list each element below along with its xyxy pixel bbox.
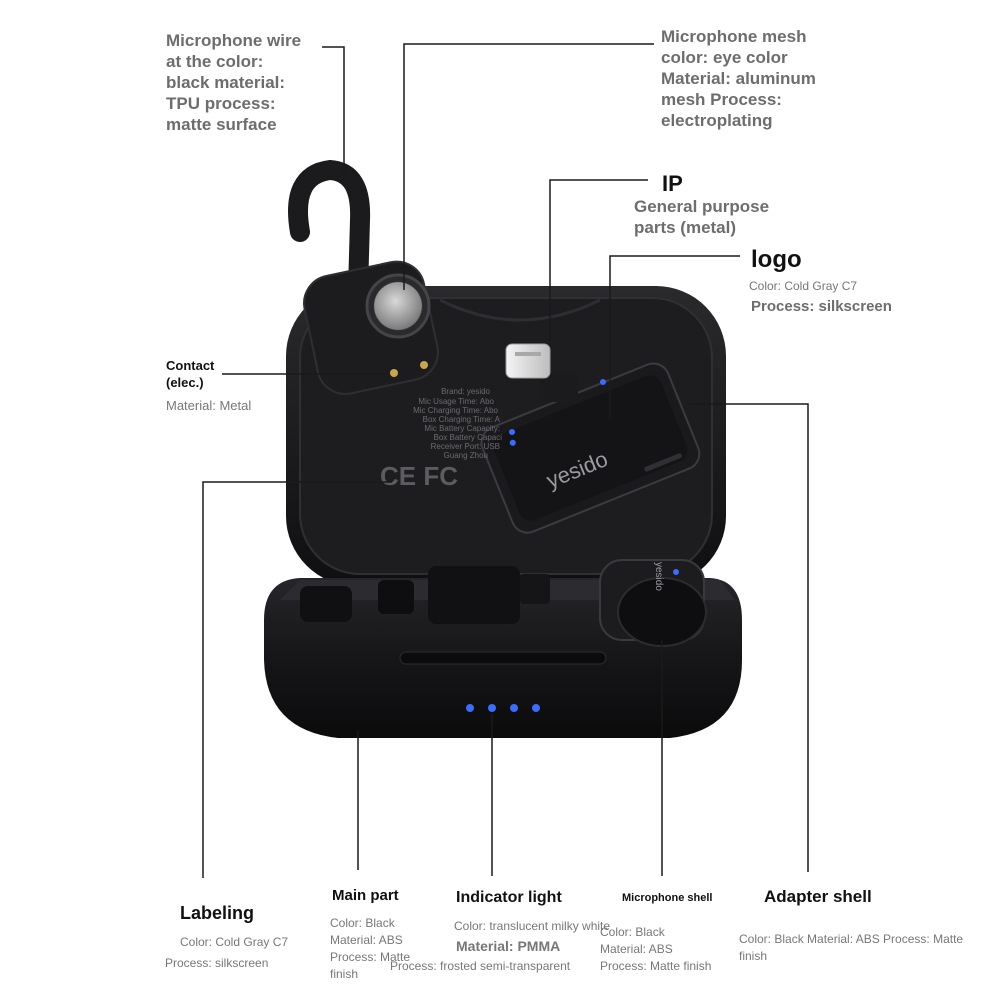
callout-line: Color: Black — [600, 925, 665, 939]
lightning-plug — [505, 343, 606, 435]
callout-main-part-title: Main part — [332, 887, 399, 904]
indicator-led-4 — [532, 704, 540, 712]
indicator-led-3 — [510, 704, 518, 712]
callout-line: (elec.) — [166, 375, 204, 390]
callout-line: Microphone mesh — [661, 27, 807, 46]
callout-mic-shell-title: Microphone shell — [622, 892, 713, 904]
leader-mic-mesh — [403, 43, 654, 290]
callout-logo-title: logo — [751, 246, 802, 273]
label-line: Guang Zhou — [444, 451, 488, 460]
lid-label-text: Brand: yesido Mic Usage Time: Abo Mic Ch… — [380, 387, 502, 491]
callout-ip-title: IP — [662, 171, 683, 196]
leader-ip — [549, 179, 648, 346]
callout-line: General purpose — [634, 197, 770, 216]
callout-contact: Contact (elec.) — [166, 357, 214, 391]
indicator-led-2 — [488, 704, 496, 712]
callout-line: Color: Black Material: ABS Process: Matt… — [739, 932, 964, 946]
callout-line: mesh Process: — [661, 90, 782, 109]
callout-line: parts (metal) — [634, 218, 737, 237]
callout-adapter-shell-title: Adapter shell — [764, 887, 872, 906]
indicator-led-1 — [466, 704, 474, 712]
callout-line: Material: aluminum — [661, 69, 816, 88]
label-line: Brand: yesido — [441, 387, 490, 396]
callout-line: Process: Matte finish — [600, 959, 712, 973]
callout-main-part: Color: Black Material: ABS Process: Matt… — [330, 915, 410, 983]
callout-line: Contact — [166, 358, 215, 373]
callout-logo-process: Process: silkscreen — [751, 298, 892, 315]
callout-mic-wire: Microphone wire at the color: black mate… — [166, 30, 301, 135]
callout-line: Material: ABS — [600, 942, 673, 956]
callout-indicator-process: Process: frosted semi-transparent — [390, 959, 571, 973]
callout-labeling-color: Color: Cold Gray C7 — [180, 935, 289, 949]
callout-line: at the color: — [166, 52, 264, 71]
leader-labeling — [202, 481, 392, 878]
label-line: Receiver Port: USB — [431, 442, 500, 451]
callout-mic-mesh: Microphone mesh color: eye color Materia… — [661, 26, 816, 131]
cert-marks: CE FC — [380, 461, 458, 491]
callout-line: TPU process: — [166, 94, 276, 113]
ear-hook-microphone — [288, 159, 439, 395]
callout-indicator-title: Indicator light — [456, 889, 562, 906]
mic-logo: yesido — [653, 562, 664, 591]
label-line: Box Charging Time: A — [423, 415, 501, 424]
label-line: Mic Battery Capacity: — [424, 424, 500, 433]
callout-line: matte surface — [166, 115, 277, 134]
callout-adapter-shell: Color: Black Material: ABS Process: Matt… — [739, 931, 963, 965]
callout-line: Material: ABS — [330, 933, 403, 947]
callout-indicator-color: Color: translucent milky white — [454, 919, 611, 933]
callout-line: Color: Black — [330, 916, 395, 930]
callout-logo-color: Color: Cold Gray C7 — [749, 279, 858, 293]
callout-line: finish — [330, 967, 359, 981]
callout-labeling-process: Process: silkscreen — [165, 956, 269, 970]
callout-line: Process: Matte — [330, 950, 411, 964]
callout-contact-material: Material: Metal — [166, 398, 252, 413]
label-line: Box Battery Capaci — [434, 433, 503, 442]
callout-labeling-title: Labeling — [180, 903, 255, 923]
callout-indicator-material: Material: PMMA — [456, 938, 561, 954]
leader-mic-wire — [322, 46, 345, 180]
leader-logo — [609, 255, 740, 420]
callout-ip: General purpose parts (metal) — [634, 196, 769, 238]
callout-line: black material: — [166, 73, 286, 92]
callout-mic-shell: Color: Black Material: ABS Process: Matt… — [600, 924, 711, 975]
callout-line: Microphone wire — [166, 31, 302, 50]
label-line: Mic Charging Time: Abo — [413, 406, 498, 415]
callout-line: finish — [739, 949, 768, 963]
leader-adapter-shell — [690, 403, 809, 872]
indicator-leds — [466, 704, 540, 712]
callout-line: electroplating — [661, 111, 773, 130]
leader-lines — [202, 43, 809, 878]
label-line: Mic Usage Time: Abo — [418, 397, 494, 406]
microphone-in-base — [599, 559, 707, 647]
callout-line: color: eye color — [661, 48, 788, 67]
